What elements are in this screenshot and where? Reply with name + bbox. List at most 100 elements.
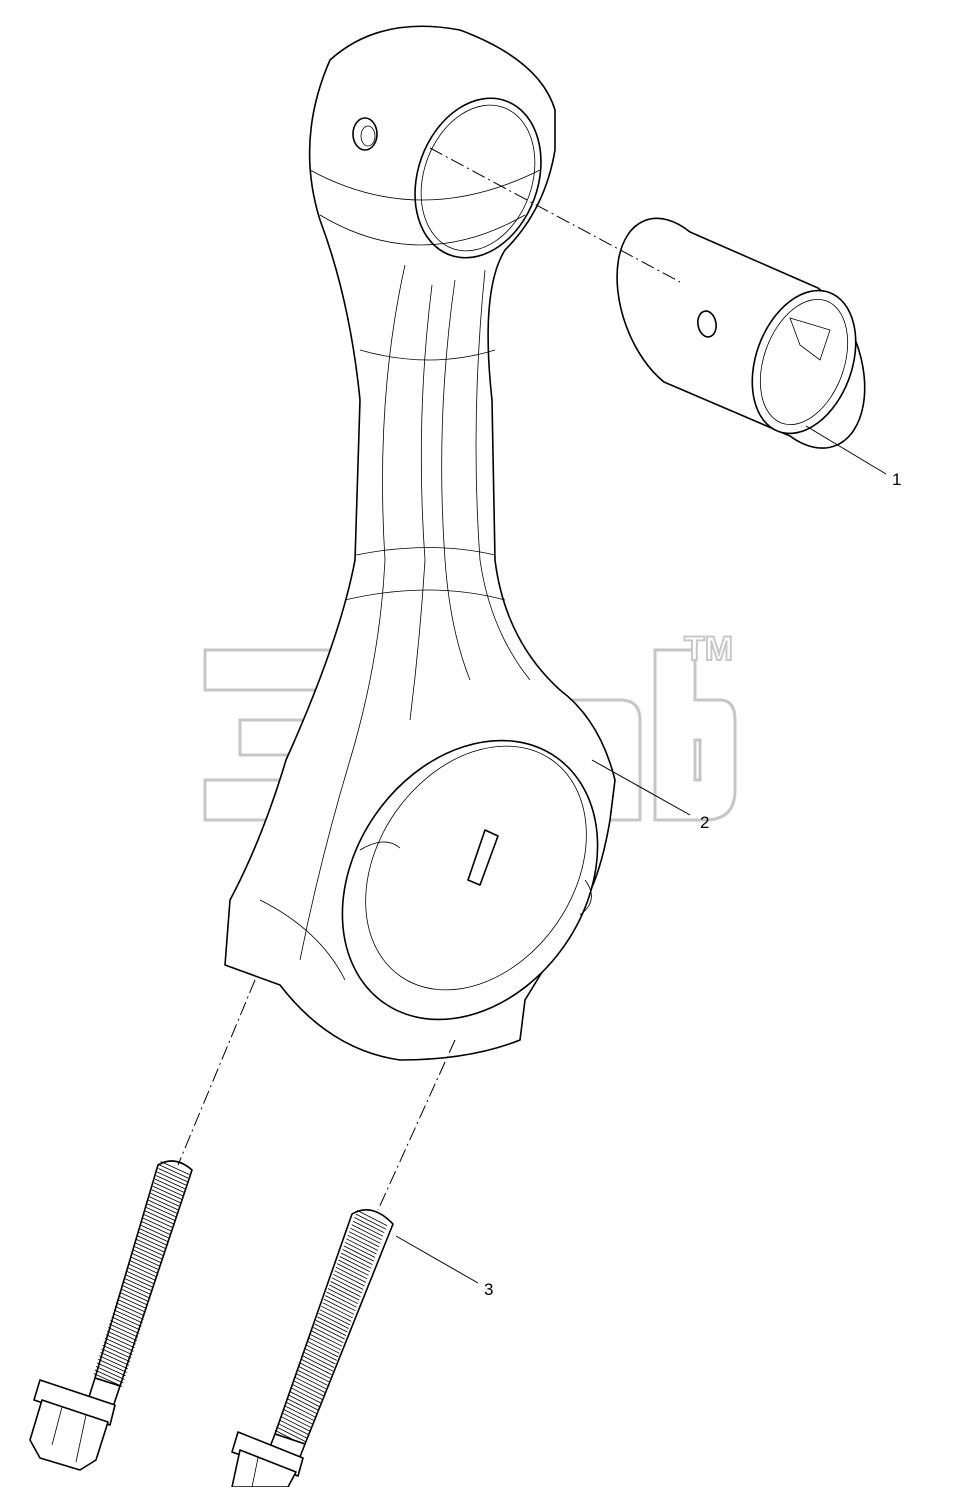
thread-line xyxy=(329,1284,360,1301)
thread-line xyxy=(153,1182,183,1197)
thread-line xyxy=(154,1178,184,1193)
thread-line xyxy=(293,1380,324,1397)
thread-line xyxy=(343,1245,374,1262)
thread-line xyxy=(123,1277,153,1292)
thread-line xyxy=(351,1224,382,1241)
small-end-bushing xyxy=(616,217,866,449)
thread-line xyxy=(106,1330,136,1345)
thread-line xyxy=(115,1302,145,1317)
thread-line xyxy=(299,1362,331,1379)
thread-line xyxy=(292,1383,323,1400)
thread-line xyxy=(135,1238,165,1253)
thread-line xyxy=(93,1373,123,1387)
thread-line xyxy=(118,1295,148,1310)
thread-line xyxy=(113,1309,143,1324)
thread-line xyxy=(310,1334,341,1351)
thread-line xyxy=(120,1288,150,1303)
thread-line xyxy=(326,1291,357,1308)
thread-line xyxy=(131,1252,161,1267)
thread-line xyxy=(109,1323,139,1338)
thread-line xyxy=(151,1189,181,1204)
thread-line xyxy=(309,1337,340,1354)
thread-line xyxy=(144,1210,174,1225)
thread-line xyxy=(282,1408,314,1425)
thread-line xyxy=(327,1288,359,1305)
thread-line xyxy=(339,1256,370,1273)
thread-line xyxy=(331,1277,363,1294)
thread-line xyxy=(317,1316,348,1333)
thread-line xyxy=(104,1337,134,1352)
thread-line xyxy=(147,1203,177,1218)
thread-line xyxy=(128,1263,158,1278)
thread-line xyxy=(142,1217,172,1232)
thread-line xyxy=(311,1330,343,1347)
thread-line xyxy=(340,1252,372,1269)
thread-line xyxy=(159,1164,189,1179)
thread-line xyxy=(323,1298,355,1315)
thread-line xyxy=(318,1312,349,1329)
thread-line xyxy=(280,1415,311,1432)
thread-line xyxy=(348,1231,380,1248)
thread-line xyxy=(134,1242,164,1257)
thread-line xyxy=(347,1234,378,1251)
thread-line xyxy=(276,1426,307,1443)
thread-line xyxy=(315,1320,347,1336)
thread-line xyxy=(355,1213,386,1230)
connecting-rod xyxy=(224,25,616,1061)
thread-line xyxy=(157,1171,187,1186)
thread-line xyxy=(130,1256,160,1271)
bolt-centerline-left xyxy=(177,979,256,1166)
thread-line xyxy=(139,1228,169,1243)
thread-line xyxy=(313,1327,344,1344)
thread-line xyxy=(302,1355,333,1372)
thread-line xyxy=(94,1369,124,1384)
thread-line xyxy=(356,1210,388,1226)
callout-3: 3 xyxy=(484,1280,493,1299)
thread-line xyxy=(319,1309,351,1326)
thread-line xyxy=(286,1398,318,1415)
thread-line xyxy=(288,1394,319,1411)
thread-line xyxy=(99,1355,129,1370)
thread-line xyxy=(297,1369,328,1386)
bolt-threads xyxy=(93,1161,190,1387)
thread-line xyxy=(354,1217,385,1234)
thread-line xyxy=(150,1192,180,1207)
thread-line xyxy=(325,1295,356,1312)
thread-line xyxy=(301,1359,332,1375)
thread-line xyxy=(298,1366,329,1383)
thread-line xyxy=(149,1196,179,1211)
thread-line xyxy=(114,1305,144,1320)
thread-line xyxy=(321,1305,352,1322)
thread-line xyxy=(111,1316,141,1331)
thread-line xyxy=(101,1348,131,1363)
thread-line xyxy=(307,1341,339,1358)
thread-line xyxy=(296,1373,327,1390)
thread-line xyxy=(334,1270,365,1287)
thread-line xyxy=(127,1267,156,1281)
thread-line xyxy=(338,1259,369,1276)
leader-line-2 xyxy=(591,759,691,816)
thread-line xyxy=(306,1344,337,1361)
thread-line xyxy=(322,1302,353,1319)
thread-line xyxy=(116,1298,146,1313)
thread-line xyxy=(96,1362,126,1377)
thread-line xyxy=(119,1291,149,1306)
thread-line xyxy=(125,1270,155,1285)
thread-line xyxy=(152,1185,182,1200)
thread-line xyxy=(112,1313,142,1327)
watermark-trademark: TM xyxy=(684,630,733,668)
thread-line xyxy=(314,1323,345,1340)
thread-line xyxy=(160,1161,190,1175)
thread-line xyxy=(108,1327,137,1341)
thread-line xyxy=(133,1245,163,1260)
thread-line xyxy=(158,1168,188,1182)
thread-line xyxy=(122,1281,152,1296)
bolt-threads xyxy=(274,1210,388,1446)
thread-line xyxy=(289,1391,320,1407)
callout-1: 1 xyxy=(892,470,901,489)
thread-line xyxy=(330,1281,361,1297)
thread-line xyxy=(103,1341,133,1356)
thread-line xyxy=(294,1376,325,1393)
thread-line xyxy=(342,1249,373,1265)
